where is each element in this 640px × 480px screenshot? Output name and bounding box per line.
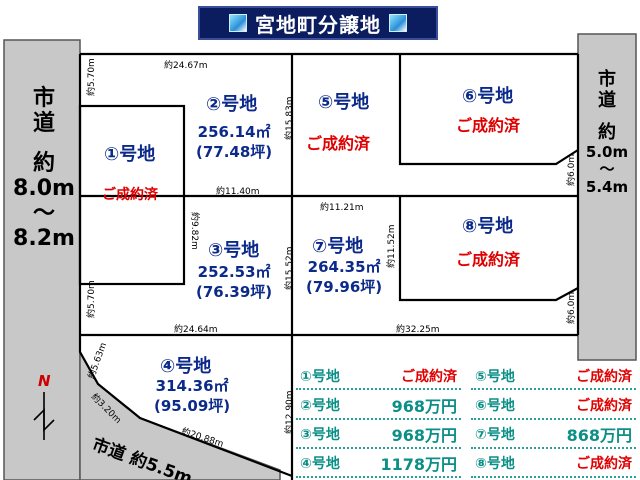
road-text: 8.0m [13, 175, 75, 201]
price-row: ⑧号地 ご成約済 [471, 451, 636, 478]
price-value: 968万円 [391, 396, 457, 416]
lot-4-outline [78, 335, 293, 478]
price-value: 868万円 [566, 426, 632, 446]
dim-right1: 約6.0m [567, 153, 577, 186]
price-row: ⑤号地 ご成約済 [471, 363, 636, 391]
title-banner: 宮地町分譲地 [198, 6, 438, 40]
lot-8-label: ⑧号地 [462, 216, 514, 237]
compass-icon [33, 392, 55, 440]
lot-1-label: ①号地 [104, 144, 156, 165]
lot-1-status: ご成約済 [102, 187, 158, 203]
price-row: ①号地 ご成約済 [296, 363, 461, 391]
price-table: ①号地 ご成約済 ⑤号地 ご成約済 ②号地 968万円 ⑥号地 ご成約済 ③号地… [296, 363, 636, 478]
dim-right2: 約6.0m [567, 291, 577, 324]
road-text: 道 [598, 89, 616, 111]
price-value: 968万円 [391, 426, 457, 446]
area-m2: 264.35㎡ [307, 258, 381, 276]
road-text: 8.2m [13, 226, 75, 252]
lot-6-status: ご成約済 [456, 116, 521, 135]
price-value: ご成約済 [576, 397, 632, 414]
price-row: ②号地 968万円 [296, 392, 461, 420]
price-lot: ④号地 [300, 456, 340, 473]
price-row: ③号地 968万円 [296, 422, 461, 449]
left-road-label: 市 道 約 8.0m ～ 8.2m [8, 86, 80, 252]
price-lot: ①号地 [300, 368, 340, 385]
road-text: ～ [599, 160, 615, 179]
road-text: 5.4m [585, 177, 629, 196]
price-lot: ③号地 [300, 427, 340, 444]
right-road-label: 市 道 約 5.0m ～ 5.4m [578, 69, 636, 196]
road-text: ～ [32, 201, 55, 227]
road-text: 市 [32, 86, 55, 111]
area-m2: 252.53㎡ [197, 263, 271, 281]
lot-5-label: ⑤号地 [318, 92, 370, 113]
lot-8-outline [398, 196, 579, 302]
lot-8-status: ご成約済 [456, 250, 521, 269]
lot-4-area: 314.36㎡ (95.09坪) [154, 376, 230, 417]
diamond-icon [229, 14, 247, 32]
area-m2: 256.14㎡ [197, 123, 271, 141]
area-tsubo: (76.39坪) [196, 283, 273, 302]
road-text: 道 [32, 111, 55, 137]
dim-v1: 約15.83m [285, 96, 295, 140]
price-lot: ⑧号地 [475, 456, 515, 473]
price-row: ④号地 1178万円 [296, 451, 461, 478]
lot-2-area: 256.14㎡ (77.48坪) [196, 122, 272, 163]
lot-2-label: ②号地 [206, 94, 258, 115]
road-text: 5.0m [585, 143, 629, 162]
dim-bottom1: 約24.64m [174, 325, 218, 335]
area-tsubo: (95.09坪) [154, 397, 231, 416]
price-lot: ⑦号地 [475, 427, 515, 444]
area-tsubo: (77.48坪) [196, 143, 273, 162]
lot-3-area: 252.53㎡ (76.39坪) [196, 262, 272, 303]
lot-6-outline [398, 54, 579, 166]
lot-3-label: ③号地 [208, 240, 260, 261]
lot-6-label: ⑥号地 [462, 86, 514, 107]
price-lot: ⑥号地 [475, 397, 515, 414]
page-title: 宮地町分譲地 [255, 12, 381, 37]
area-tsubo: (79.96坪) [306, 278, 383, 297]
dim-v5: 約12.90m [285, 390, 295, 434]
dim-v4: 約11.52m [387, 224, 397, 268]
lot-4-label: ④号地 [160, 356, 212, 377]
dim-left1: 約5.70m [87, 58, 97, 96]
dim-mid2: 約11.21m [320, 203, 364, 213]
dim-v3: 約15.52m [285, 246, 295, 290]
area-m2: 314.36㎡ [155, 377, 229, 395]
price-lot: ⑤号地 [475, 368, 515, 385]
road-text: 約 [598, 122, 616, 144]
dim-bottom2: 約32.25m [396, 325, 440, 335]
dim-left2: 約5.70m [87, 280, 97, 318]
price-row: ⑦号地 868万円 [471, 422, 636, 449]
lot-7-area: 264.35㎡ (79.96坪) [306, 257, 382, 298]
diamond-icon [389, 14, 407, 32]
dim-top: 約24.67m [164, 61, 208, 71]
price-value: ご成約済 [401, 368, 457, 385]
lot-1-outline [78, 104, 186, 286]
price-value: 1178万円 [380, 455, 457, 475]
lot-7-label: ⑦号地 [312, 236, 364, 257]
price-value: ご成約済 [576, 368, 632, 385]
price-value: ご成約済 [576, 456, 632, 473]
price-lot: ②号地 [300, 397, 340, 414]
lot-5-status: ご成約済 [306, 134, 371, 153]
road-text: 約 [32, 150, 55, 176]
dim-v2: 約9.82m [189, 212, 199, 250]
north-label: N [38, 372, 51, 390]
road-text: 市 [598, 69, 616, 90]
price-row: ⑥号地 ご成約済 [471, 392, 636, 420]
dim-mid1: 約11.40m [216, 187, 260, 197]
